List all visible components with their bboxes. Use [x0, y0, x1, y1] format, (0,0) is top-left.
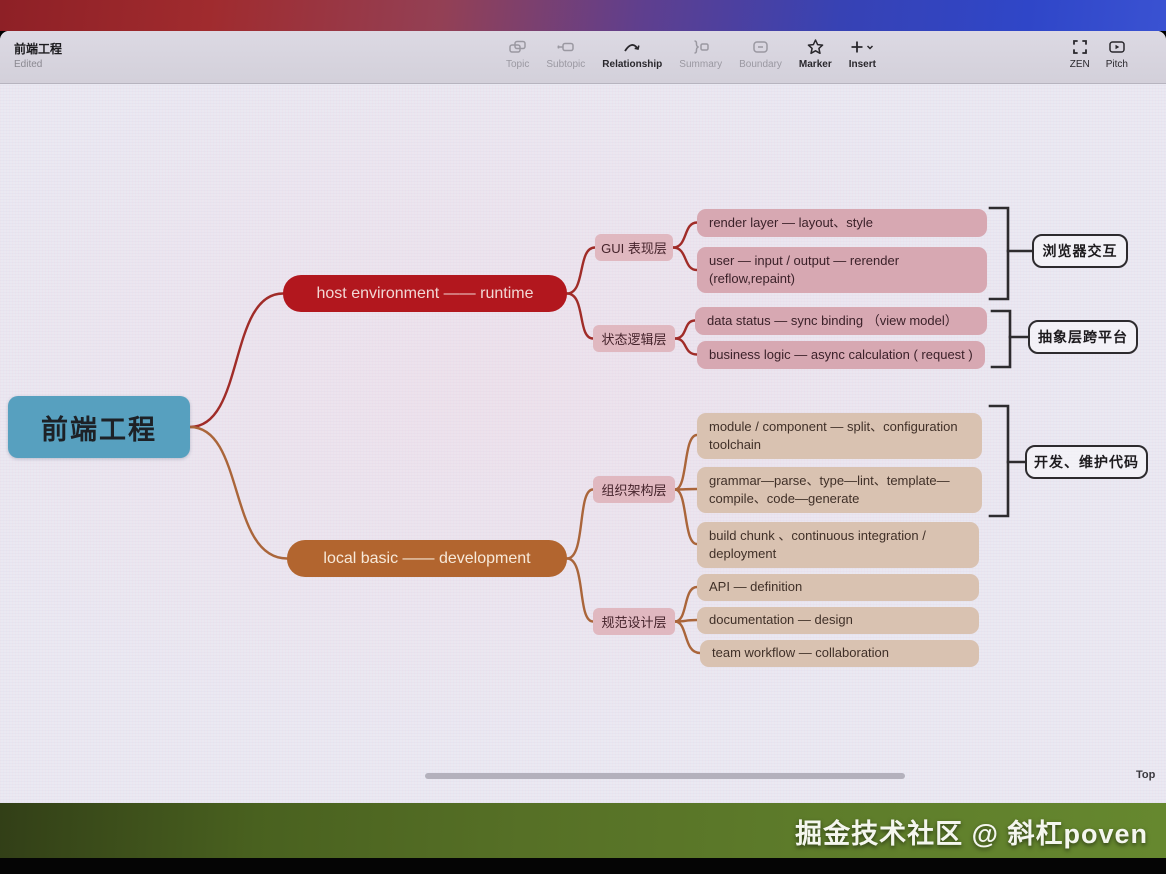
mindmap-app-window: 前端工程 Edited Topic: [0, 31, 1166, 803]
boundary-icon: [751, 37, 770, 57]
node-render-layer[interactable]: render layer — layout、style: [697, 209, 987, 237]
zen-label: ZEN: [1069, 59, 1090, 70]
zen-mode-button[interactable]: ZEN: [1070, 37, 1090, 70]
relationship-icon: [622, 37, 642, 57]
node-business-logic[interactable]: business logic — async calculation ( req…: [697, 341, 985, 369]
toolbar-boundary-label: Boundary: [739, 59, 782, 70]
topic-icon: [508, 37, 527, 57]
node-org-architecture-layer[interactable]: 组织架构层: [593, 476, 675, 503]
document-info: 前端工程 Edited: [14, 40, 62, 70]
node-user-io[interactable]: user — input / output — rerender (reflow…: [697, 247, 987, 293]
insert-plus-icon: [849, 37, 875, 57]
pitch-label: Pitch: [1105, 59, 1128, 70]
node-host-environment[interactable]: host environment —— runtime: [283, 275, 567, 312]
watermark-text: 掘金技术社区 @ 斜杠poven: [795, 819, 1148, 849]
summary-develop-maintain-code[interactable]: 开发、维护代码: [1025, 445, 1148, 479]
horizontal-scrollbar-thumb[interactable]: [425, 773, 905, 779]
desktop-wallpaper-top: [0, 0, 1166, 31]
toolbar-insert-label: Insert: [848, 59, 876, 70]
node-documentation[interactable]: documentation — design: [697, 607, 979, 634]
toolbar-subtopic-button[interactable]: Subtopic: [546, 37, 585, 70]
view-controls: ZEN Pitch: [1070, 37, 1128, 70]
toolbar-summary-label: Summary: [679, 59, 723, 70]
document-status: Edited: [14, 59, 43, 70]
summary-browser-interaction[interactable]: 浏览器交互: [1032, 234, 1128, 268]
node-local-basic[interactable]: local basic —— development: [287, 540, 567, 577]
node-root-topic[interactable]: 前端工程: [8, 396, 190, 458]
subtopic-icon: [556, 37, 575, 57]
summary-icon: [691, 37, 710, 57]
toolbar-topic-label: Topic: [506, 59, 530, 70]
summary-abstraction-cross-platform[interactable]: 抽象层跨平台: [1028, 320, 1138, 354]
statusbar-right-text: Top: [1136, 769, 1156, 781]
toolbar-summary-button[interactable]: Summary: [679, 37, 722, 70]
screen-bezel: [0, 858, 1166, 874]
node-build-chunk[interactable]: build chunk 、continuous integration / de…: [697, 522, 979, 568]
toolbar: Topic Subtopic Relationsh: [506, 37, 876, 70]
pitch-mode-button[interactable]: Pitch: [1106, 37, 1128, 70]
node-team-workflow[interactable]: team workflow — collaboration: [700, 640, 979, 667]
toolbar-marker-label: Marker: [798, 59, 832, 70]
toolbar-relationship-label: Relationship: [602, 59, 663, 70]
node-gui-layer[interactable]: GUI 表现层: [595, 234, 673, 261]
node-grammar-tools[interactable]: grammar—parse、type—lint、template—compile…: [697, 467, 982, 513]
toolbar-marker-button[interactable]: Marker: [799, 37, 832, 70]
toolbar-boundary-button[interactable]: Boundary: [739, 37, 782, 70]
toolbar-subtopic-label: Subtopic: [546, 59, 586, 70]
toolbar-insert-button[interactable]: Insert: [849, 37, 876, 70]
titlebar: 前端工程 Edited Topic: [0, 31, 1166, 84]
node-module-component[interactable]: module / component — split、configuration…: [697, 413, 982, 459]
toolbar-relationship-button[interactable]: Relationship: [602, 37, 662, 70]
mindmap-canvas[interactable]: 前端工程 host environment —— runtime local b…: [0, 85, 1166, 803]
node-api-definition[interactable]: API — definition: [697, 574, 979, 601]
document-title: 前端工程: [14, 42, 63, 56]
node-state-logic-layer[interactable]: 状态逻辑层: [593, 325, 675, 352]
pitch-play-icon: [1107, 37, 1127, 57]
node-data-status[interactable]: data status — sync binding （view model）: [695, 307, 987, 335]
node-spec-design-layer[interactable]: 规范设计层: [593, 608, 675, 635]
connection-lines: [188, 206, 1034, 655]
zen-fullscreen-icon: [1071, 37, 1089, 57]
marker-star-icon: [806, 37, 825, 57]
toolbar-topic-button[interactable]: Topic: [506, 37, 529, 70]
desktop-wallpaper-bottom: 掘金技术社区 @ 斜杠poven: [0, 803, 1166, 858]
